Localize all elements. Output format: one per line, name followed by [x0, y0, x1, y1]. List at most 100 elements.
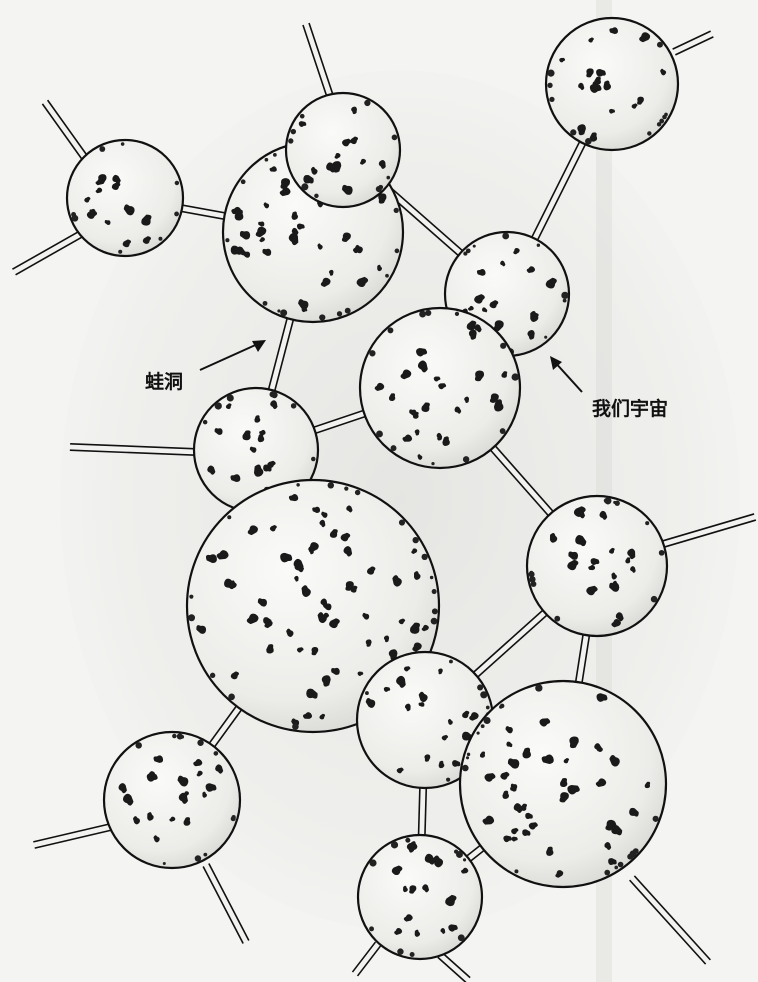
- rim-speckle: [328, 482, 334, 488]
- rim-speckle: [369, 926, 374, 931]
- rim-speckle: [369, 350, 375, 356]
- rim-speckle: [399, 519, 405, 525]
- rim-speckle: [410, 952, 415, 957]
- rim-speckle: [388, 327, 394, 333]
- rim-speckle: [463, 858, 466, 861]
- rim-speckle: [345, 308, 351, 314]
- rim-speckle: [431, 462, 434, 465]
- rim-speckle: [314, 194, 318, 198]
- rim-speckle: [645, 521, 649, 525]
- rim-speckle: [570, 129, 576, 135]
- rim-speckle: [657, 42, 663, 48]
- rim-speckle: [300, 114, 305, 119]
- rim-speckle: [499, 705, 502, 708]
- rim-speckle: [241, 179, 246, 184]
- rim-speckle: [301, 183, 308, 190]
- universe-bubble: [358, 835, 482, 959]
- rim-speckle: [549, 97, 554, 102]
- rim-speckle: [292, 723, 299, 730]
- rim-speckle: [172, 734, 177, 739]
- rim-speckle: [385, 274, 389, 278]
- rim-speckle: [135, 742, 141, 748]
- rim-speckle: [197, 740, 203, 746]
- rim-speckle: [386, 176, 390, 180]
- rim-speckle: [265, 158, 269, 162]
- rim-speckle: [270, 391, 276, 397]
- rim-speckle: [554, 616, 560, 622]
- rim-speckle: [391, 841, 398, 848]
- rim-speckle: [659, 550, 665, 556]
- rim-speckle: [653, 816, 659, 822]
- rim-speckle: [296, 483, 299, 486]
- rim-speckle: [188, 614, 195, 621]
- rim-speckle: [563, 299, 567, 303]
- rim-speckle: [547, 83, 552, 88]
- rim-speckle: [180, 735, 184, 739]
- rim-speckle: [344, 487, 348, 491]
- rim-speckle: [175, 181, 179, 185]
- rim-speckle: [337, 311, 342, 316]
- rim-speckle: [355, 490, 360, 495]
- universe-bubble: [286, 93, 400, 207]
- rim-speckle: [189, 595, 193, 599]
- rim-speckle: [174, 212, 179, 217]
- our-universe-label: 我们宇宙: [592, 397, 668, 420]
- rim-speckle: [158, 237, 162, 241]
- rim-speckle: [365, 691, 369, 695]
- rim-speckle: [531, 581, 537, 587]
- rim-speckle: [633, 848, 639, 854]
- rim-speckle: [585, 138, 592, 145]
- rim-speckle: [228, 694, 235, 701]
- rim-speckle: [502, 233, 509, 240]
- rim-speckle: [163, 862, 166, 865]
- rim-speckle: [477, 732, 480, 735]
- rim-speckle: [394, 208, 399, 213]
- rim-speckle: [484, 717, 491, 724]
- rim-speckle: [203, 853, 207, 857]
- rim-speckle: [280, 309, 287, 316]
- rim-speckle: [421, 554, 427, 560]
- rim-speckle: [364, 100, 370, 106]
- rim-speckle: [512, 373, 519, 380]
- rim-speckle: [462, 765, 469, 772]
- rim-speckle: [378, 185, 383, 190]
- rim-speckle: [500, 428, 506, 434]
- rim-speckle: [425, 310, 431, 316]
- rim-speckle: [604, 870, 610, 876]
- rim-speckle: [647, 131, 651, 135]
- rim-speckle: [395, 248, 400, 253]
- rim-speckle: [627, 854, 633, 860]
- rim-speckle: [432, 608, 438, 614]
- rim-speckle: [514, 869, 518, 873]
- rim-speckle: [227, 515, 231, 519]
- rim-speckle: [225, 238, 229, 242]
- rim-speckle: [214, 751, 219, 756]
- universe-bubble: [67, 140, 183, 256]
- rim-speckle: [651, 596, 658, 603]
- rim-speckle: [376, 431, 383, 438]
- rim-speckle: [477, 684, 483, 690]
- universe-bubble: [527, 496, 667, 636]
- universe-bubble: [360, 308, 520, 468]
- rim-speckle: [99, 146, 105, 152]
- rim-speckle: [466, 248, 471, 253]
- rim-speckle: [397, 948, 403, 954]
- universe-bubble: [460, 681, 666, 887]
- rim-speckle: [449, 660, 453, 664]
- rim-speckle: [535, 684, 542, 691]
- rim-speckle: [121, 142, 125, 146]
- rim-speckle: [481, 724, 485, 728]
- rim-speckle: [664, 113, 668, 117]
- rim-speckle: [118, 250, 122, 254]
- rim-speckle: [288, 138, 293, 143]
- rim-speckle: [547, 70, 554, 77]
- rim-speckle: [319, 314, 325, 320]
- rim-speckle: [311, 457, 316, 462]
- rim-speckle: [659, 119, 664, 124]
- rim-speckle: [614, 866, 618, 870]
- rim-speckle: [454, 849, 458, 853]
- rim-speckle: [463, 456, 469, 462]
- universe-bubble: [546, 18, 678, 150]
- rim-speckle: [618, 862, 624, 868]
